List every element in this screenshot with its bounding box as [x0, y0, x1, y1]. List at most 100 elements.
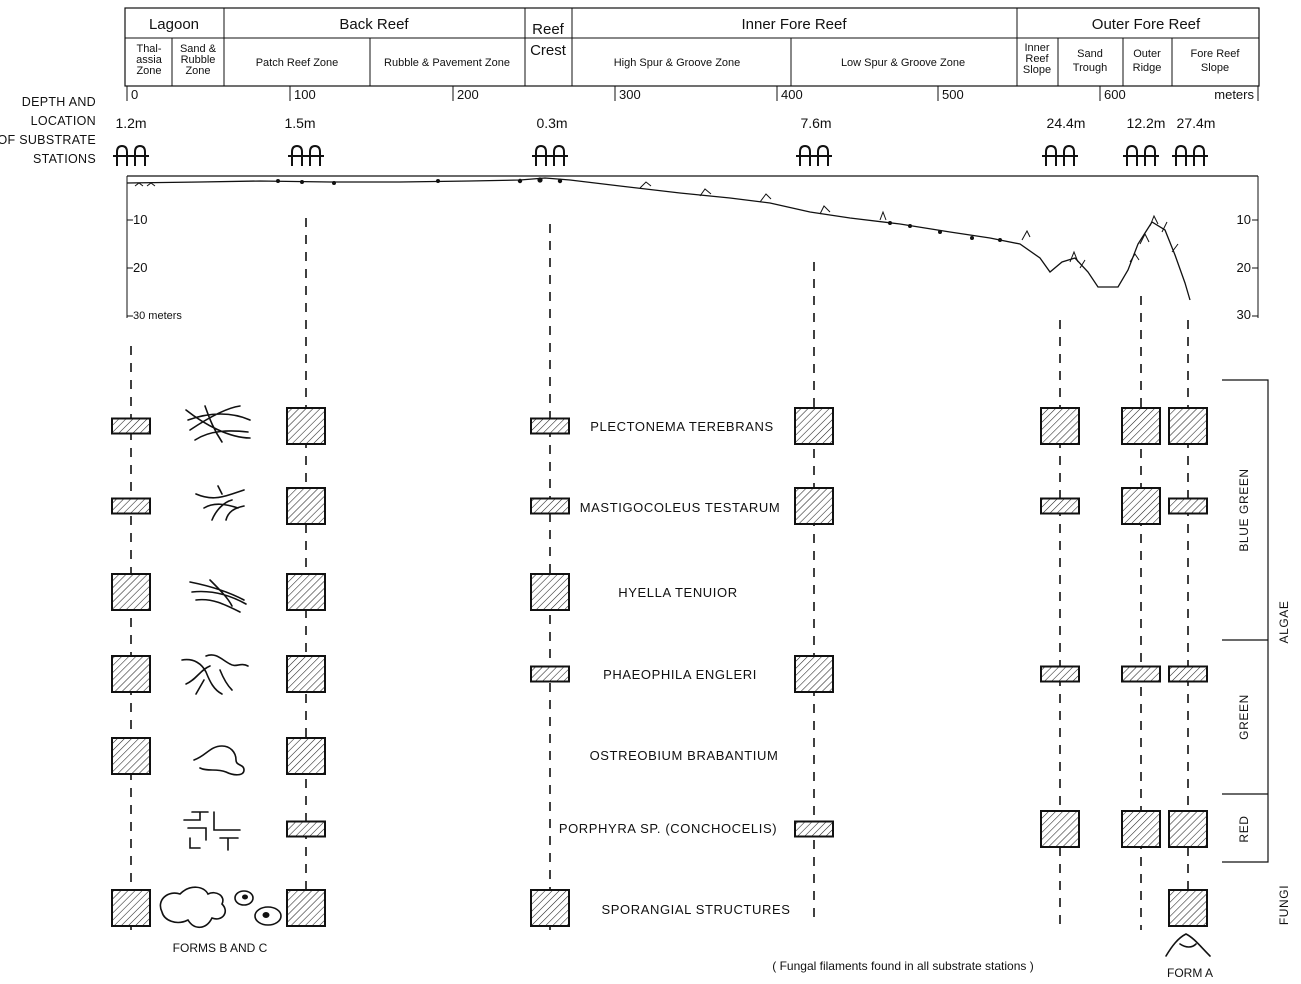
substrate-station-marker [1123, 144, 1141, 166]
abundance-grid [111, 218, 1208, 930]
abundance-box-high [1121, 810, 1161, 848]
category-brackets [1222, 379, 1269, 863]
organism-name: PHAEOPHILA ENGLERI [603, 667, 757, 682]
category-label-red: RED [1237, 815, 1251, 842]
abundance-box-low [1121, 665, 1161, 683]
depth-tick-label: 20 [133, 260, 147, 275]
distance-tick-label: 500 [942, 87, 964, 102]
organism-name: PLECTONEMA TEREBRANS [590, 419, 773, 434]
organism-sketches [159, 405, 1211, 957]
abundance-box-high [1168, 889, 1208, 927]
organism-name: MASTIGOCOLEUS TESTARUM [580, 500, 781, 515]
abundance-box-low [1168, 497, 1208, 515]
major-zone-label: Inner Fore Reef [741, 16, 847, 33]
sub-zone-label: Patch Reef Zone [256, 57, 339, 69]
abundance-box-high [530, 889, 570, 927]
abundance-box-high [794, 487, 834, 525]
substrate-station-marker [1141, 144, 1159, 166]
depth-tick-label: 20 [1237, 260, 1251, 275]
substrate-station-marker [814, 144, 832, 166]
organism-labels: PLECTONEMA TEREBRANS MASTIGOCOLEUS TESTA… [559, 419, 790, 917]
reef-profile: 10 20 30 meters 10 20 30 [126, 175, 1259, 322]
abundance-box-high [1168, 810, 1208, 848]
substrate-station-marker [532, 144, 550, 166]
abundance-box-high [111, 655, 151, 693]
station-depth-label: 0.3m [536, 115, 567, 131]
abundance-box-high [1040, 810, 1080, 848]
substrate-station-marker [1060, 144, 1078, 166]
abundance-box-high [794, 655, 834, 693]
sub-zone-label: High Spur & Groove Zone [614, 57, 741, 69]
abundance-box-high [1121, 407, 1161, 445]
abundance-box-high [286, 737, 326, 775]
substrate-station-marker [1172, 144, 1190, 166]
depth-tick-label: 10 [1237, 212, 1251, 227]
category-label-blue-green: BLUE GREEN [1237, 468, 1251, 551]
substrate-station-marker [306, 144, 324, 166]
abundance-box-low [286, 820, 326, 838]
substrate-station-marker [796, 144, 814, 166]
organism-name: SPORANGIAL STRUCTURES [601, 902, 790, 917]
depth-tick-label: 30 [1237, 307, 1251, 322]
abundance-box-low [1168, 665, 1208, 683]
organism-name: OSTREOBIUM BRABANTIUM [590, 748, 779, 763]
forms-bc-cell [234, 890, 254, 906]
porphyra-sketch [183, 811, 241, 851]
plectonema-sketch [185, 405, 251, 443]
abundance-box-high [1121, 487, 1161, 525]
organism-name: HYELLA TENUIOR [618, 585, 737, 600]
sub-zone-label: Rubble & Pavement Zone [384, 57, 510, 69]
abundance-box-high [286, 487, 326, 525]
forms-bc-nucleus [262, 912, 270, 918]
fungal-note: ( Fungal filaments found in all substrat… [772, 959, 1033, 973]
station-depth-label: 12.2m [1127, 115, 1166, 131]
category-label-algae: ALGAE [1277, 600, 1291, 643]
abundance-box-high [111, 573, 151, 611]
hyella-sketch [189, 579, 247, 613]
station-depth-label: 1.2m [115, 115, 146, 131]
forms-bc-label: FORMS B AND C [173, 941, 268, 955]
forms-bc-nucleus [242, 894, 248, 900]
major-zone-label: Back Reef [339, 16, 409, 33]
distance-unit-label: meters [1214, 87, 1254, 102]
abundance-box-low [111, 497, 151, 515]
abundance-box-low [1040, 497, 1080, 515]
abundance-box-high [794, 407, 834, 445]
substrate-station-marker [1190, 144, 1208, 166]
phaeophila-sketch [181, 654, 249, 695]
abundance-box-high [286, 573, 326, 611]
abundance-box-high [286, 889, 326, 927]
forms-bc-cell [254, 906, 282, 926]
category-label-green: GREEN [1237, 694, 1251, 740]
organism-name: PORPHYRA SP. (CONCHOCELIS) [559, 821, 777, 836]
distance-tick-label: 600 [1104, 87, 1126, 102]
distance-scale: 0 100 200 300 400 500 600 meters [126, 86, 1259, 102]
distance-tick-label: 400 [781, 87, 803, 102]
form-a-label: FORM A [1167, 966, 1213, 980]
station-depth-label: 1.5m [284, 115, 315, 131]
substrate-station-marker [131, 144, 149, 166]
abundance-box-high [286, 407, 326, 445]
distance-tick-label: 0 [131, 87, 138, 102]
sub-zone-label: Low Spur & Groove Zone [841, 57, 965, 69]
distance-tick-label: 100 [294, 87, 316, 102]
abundance-box-high [530, 573, 570, 611]
forms-bc-sketch [159, 886, 227, 929]
distance-tick-label: 300 [619, 87, 641, 102]
station-depth-label: 27.4m [1177, 115, 1216, 131]
abundance-box-low [530, 665, 570, 683]
station-depth-label: 24.4m [1047, 115, 1086, 131]
abundance-box-high [1040, 407, 1080, 445]
depth-tick-label: 30 meters [133, 310, 182, 322]
ostreobium-sketch [193, 745, 245, 776]
